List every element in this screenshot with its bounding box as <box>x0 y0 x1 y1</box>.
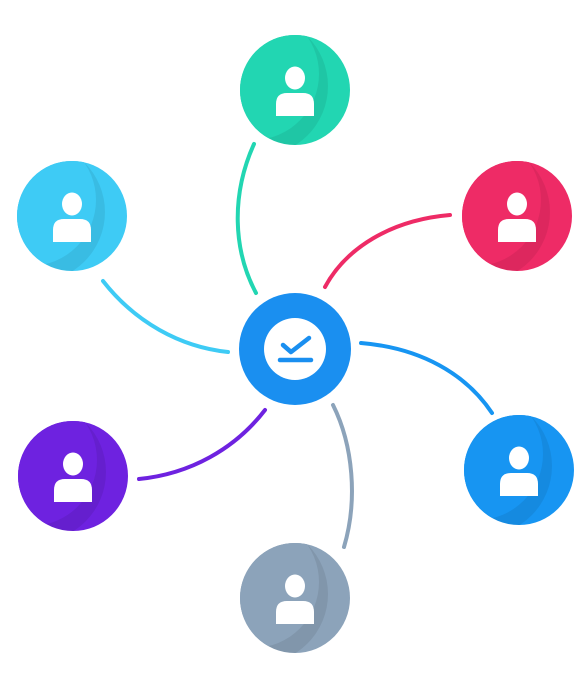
user-icon <box>498 192 536 242</box>
user-node-bottom-left <box>18 421 128 531</box>
checkmark-tray-icon <box>277 335 314 363</box>
connector-bottom-left <box>137 408 267 481</box>
user-node-bottom <box>240 543 350 653</box>
user-icon <box>276 66 314 116</box>
user-node-top-left <box>17 161 127 271</box>
user-icon <box>54 452 92 502</box>
hub-node <box>239 293 351 405</box>
user-icon <box>53 192 91 242</box>
user-icon <box>500 446 538 496</box>
connector-bottom-right <box>359 341 494 415</box>
connector-top-left <box>101 279 230 354</box>
connector-top-right <box>323 213 452 289</box>
user-node-bottom-right <box>464 415 574 525</box>
connector-bottom <box>331 403 354 549</box>
user-icon <box>276 574 314 624</box>
user-node-top <box>240 35 350 145</box>
connector-top <box>235 142 258 295</box>
user-node-top-right <box>462 161 572 271</box>
